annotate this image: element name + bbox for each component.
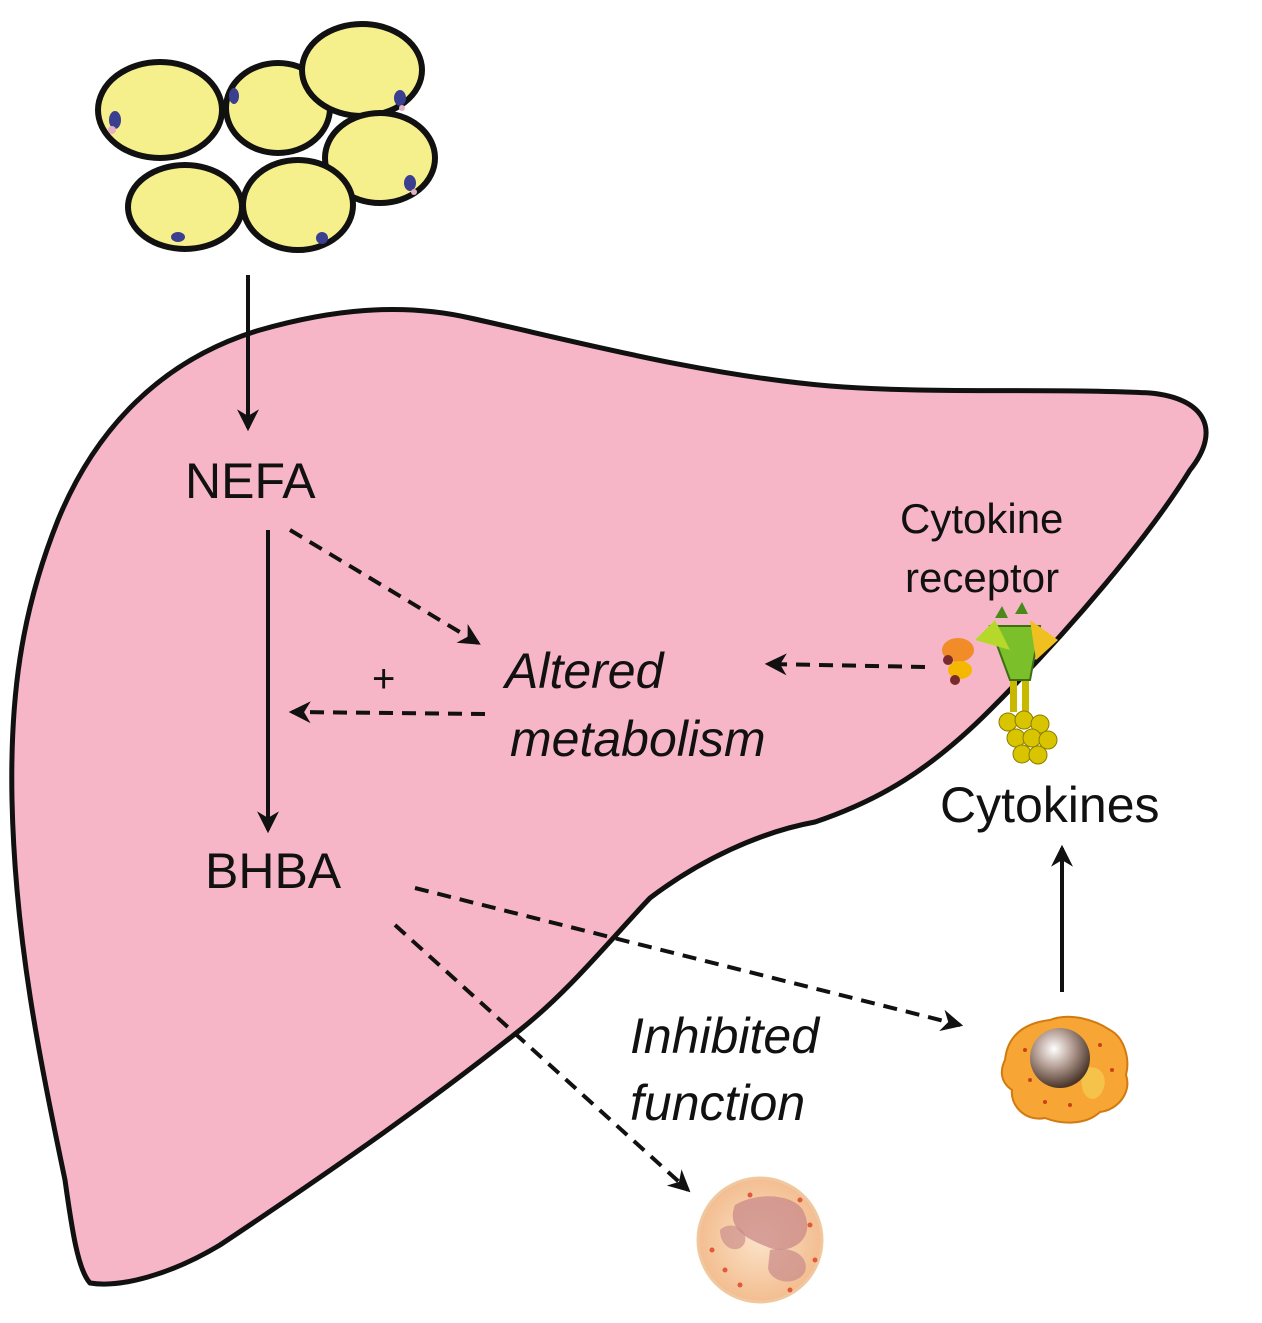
- label-receptor-line2: receptor: [905, 554, 1059, 601]
- label-receptor-line1: Cytokine: [900, 495, 1063, 542]
- arrow-nefa-to-altered: [288, 528, 481, 645]
- arrow-altered-to-bhba-pathway: [288, 701, 486, 724]
- arrow-bhba-to-macrophage: [414, 886, 964, 1032]
- cytokine-receptor-icon: [942, 602, 1058, 765]
- flow-arrows: [237, 275, 1073, 1193]
- macrophage-icon: [1000, 1015, 1129, 1124]
- label-bhba: BHBA: [205, 843, 342, 899]
- label-altered-line2: metabolism: [510, 711, 766, 767]
- neutrophil-icon: [696, 1176, 824, 1304]
- label-inhibited-line2: function: [630, 1075, 805, 1131]
- label-altered-line1: Altered: [502, 643, 666, 699]
- arrow-bhba-to-neutrophil: [393, 923, 691, 1193]
- liver-shape: [9, 307, 1209, 1287]
- label-inhibited-line1: Inhibited: [630, 1008, 821, 1064]
- label-nefa: NEFA: [185, 453, 316, 509]
- arrow-receptor-to-altered: [764, 653, 926, 676]
- label-cytokines: Cytokines: [940, 777, 1160, 833]
- adipocyte-cluster-icon: [95, 21, 438, 253]
- label-plus: +: [372, 657, 395, 701]
